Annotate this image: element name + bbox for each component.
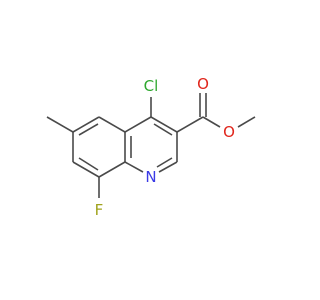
bond-c4-c3-inner (153, 123, 173, 136)
fluorine-label: F (95, 201, 104, 219)
bond-c6-methyl (46, 116, 74, 133)
bond-c2-n (158, 161, 178, 173)
bond-o-methyl (237, 116, 256, 128)
nitrogen-label: N (145, 168, 156, 186)
bond-c4-c4a (124, 116, 152, 133)
bond-c4a-c5 (98, 116, 126, 133)
bond-c4-c3 (150, 116, 178, 133)
bond-c5-c6-inner (78, 123, 99, 136)
bond-n-c8a (124, 161, 144, 173)
bond-c7-c8 (72, 161, 100, 178)
chlorine-label: Cl (144, 77, 159, 95)
molecule-structure: Cl O O N F (46, 75, 256, 219)
ester-oxygen-label: O (223, 123, 235, 141)
bond-c2-n-inner (156, 157, 173, 168)
bond-c7-c8-inner (78, 157, 99, 171)
bond-group (46, 93, 256, 198)
carbonyl-oxygen-label: O (197, 75, 209, 93)
bond-c8-c8a (98, 161, 126, 178)
bond-c3-carbonyl (176, 116, 204, 133)
bond-c5-c6 (72, 116, 100, 133)
bond-carbonyl-o-ester (202, 116, 221, 128)
